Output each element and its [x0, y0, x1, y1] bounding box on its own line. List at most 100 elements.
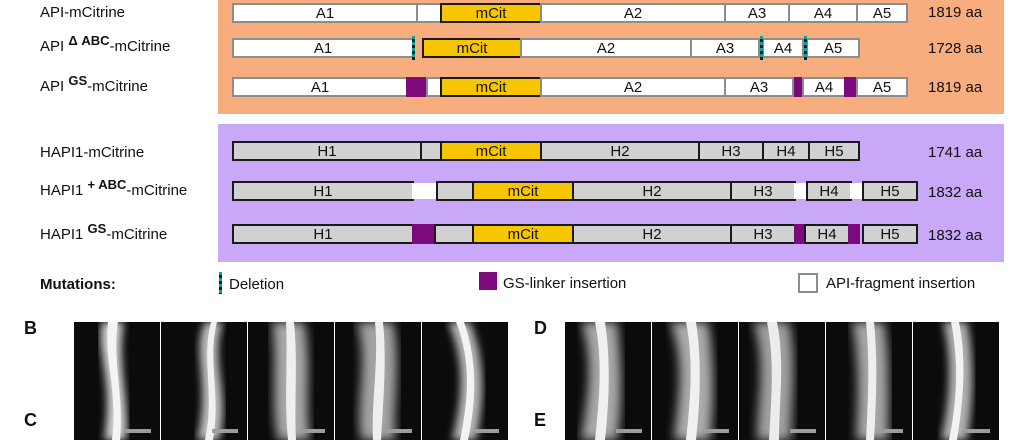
micrograph-image [248, 322, 334, 440]
construct-length: 1819 aa [928, 79, 983, 96]
construct-bar: A1 mCit A2 A3 A4 A5 [232, 3, 908, 23]
domain-linker [436, 181, 474, 201]
mcit-tag: mCit [440, 141, 542, 161]
micrograph-image [422, 322, 508, 440]
construct-bar: H1 mCit H2 H3 H4 H5 [232, 224, 918, 244]
construct-bar: H1 mCit H2 H3 H4 H5 [232, 181, 918, 201]
domain-linker [416, 3, 442, 23]
domain-h3: H3 [730, 224, 796, 244]
api-fragment-insertion [850, 183, 864, 199]
gs-linker-insertion [848, 224, 860, 244]
domain-h2: H2 [572, 224, 732, 244]
api-fragment-legend-swatch [798, 273, 818, 293]
domain-a5: A5 [806, 38, 860, 58]
scale-bar [790, 429, 816, 433]
construct-label: HAPI1 GS-mCitrine [40, 221, 168, 243]
domain-a3: A3 [724, 77, 794, 97]
domain-a4: A4 [802, 77, 846, 97]
micrograph-image [826, 322, 912, 440]
domain-h4: H4 [762, 141, 810, 161]
construct-length: 1819 aa [928, 4, 983, 21]
gs-linker-insertion [794, 224, 806, 244]
scale-bar [703, 429, 729, 433]
domain-a4: A4 [788, 3, 858, 23]
deletion-marker [412, 36, 415, 60]
domain-a1: A1 [232, 38, 414, 58]
panel-letter-e: E [534, 410, 547, 430]
construct-label: HAPI1-mCitrine [40, 144, 145, 161]
domain-h5: H5 [862, 181, 918, 201]
micrograph-image [739, 322, 825, 440]
domain-a3: A3 [690, 38, 760, 58]
construct-label: API Δ ABC-mCitrine [40, 33, 171, 55]
domain-a2: A2 [520, 38, 692, 58]
mcit-tag: mCit [440, 3, 542, 23]
domain-h4: H4 [804, 224, 850, 244]
deletion-marker [804, 36, 807, 60]
gs-linker-legend-label: GS-linker insertion [503, 275, 627, 292]
gs-linker-insertion [406, 77, 428, 97]
mcit-tag: mCit [472, 181, 574, 201]
domain-h2: H2 [572, 181, 732, 201]
deletion-legend-label: Deletion [229, 276, 285, 293]
domain-h3: H3 [730, 181, 796, 201]
domain-h4: H4 [806, 181, 852, 201]
scale-bar [877, 429, 903, 433]
construct-length: 1741 aa [928, 144, 983, 161]
domain-a4: A4 [762, 38, 804, 58]
scale-bar [964, 429, 990, 433]
domain-a2: A2 [540, 3, 726, 23]
mcit-tag: mCit [472, 224, 574, 244]
domain-h1: H1 [232, 224, 414, 244]
domain-h3: H3 [698, 141, 764, 161]
scale-bar [616, 429, 642, 433]
construct-label: HAPI1 + ABC-mCitrine [40, 177, 188, 199]
domain-linker [434, 224, 474, 244]
domain-a5: A5 [856, 3, 908, 23]
gs-linker-insertion [794, 77, 804, 97]
scale-bar [386, 429, 412, 433]
api-fragment-legend-label: API-fragment insertion [826, 275, 976, 292]
domain-h1: H1 [232, 181, 414, 201]
api-fragment-insertion [794, 183, 808, 199]
domain-h5: H5 [808, 141, 860, 161]
construct-label: API GS-mCitrine [40, 73, 148, 95]
construct-bar: H1 mCit H2 H3 H4 H5 [232, 141, 860, 161]
micrograph-image [74, 322, 160, 440]
deletion-legend-swatch [219, 272, 222, 294]
construct-label: API-mCitrine [40, 4, 126, 21]
gs-linker-legend-swatch [479, 272, 497, 290]
gs-linker-insertion [844, 77, 856, 97]
construct-bar: A1 mCit A2 A3 A4 A5 [232, 77, 908, 97]
scale-bar [125, 429, 151, 433]
micrograph-image [565, 322, 651, 440]
legend-title: Mutations: [40, 276, 116, 293]
construct-length: 1832 aa [928, 184, 983, 201]
construct-length: 1832 aa [928, 227, 983, 244]
mcit-tag: mCit [422, 38, 522, 58]
domain-h5: H5 [862, 224, 918, 244]
domain-h2: H2 [540, 141, 700, 161]
scale-bar [473, 429, 499, 433]
micrograph-image [161, 322, 247, 440]
panel-letter-c: C [24, 410, 37, 430]
domain-a3: A3 [724, 3, 790, 23]
domain-a1: A1 [232, 77, 408, 97]
deletion-marker [760, 36, 763, 60]
scale-bar [299, 429, 325, 433]
gs-linker-insertion [412, 224, 436, 244]
domain-a5: A5 [856, 77, 908, 97]
construct-length: 1728 aa [928, 40, 983, 57]
micrograph-image [652, 322, 738, 440]
api-fragment-insertion [412, 183, 438, 199]
domain-a1: A1 [232, 3, 418, 23]
construct-bar: A1 mCit A2 A3 A4 A5 [232, 36, 860, 60]
domain-h1: H1 [232, 141, 422, 161]
scale-bar [212, 429, 238, 433]
micrograph-image [335, 322, 421, 440]
domain-linker [420, 141, 442, 161]
domain-a2: A2 [540, 77, 726, 97]
panel-letter-d: D [534, 318, 547, 338]
mcit-tag: mCit [440, 77, 542, 97]
micrograph-image [913, 322, 999, 440]
